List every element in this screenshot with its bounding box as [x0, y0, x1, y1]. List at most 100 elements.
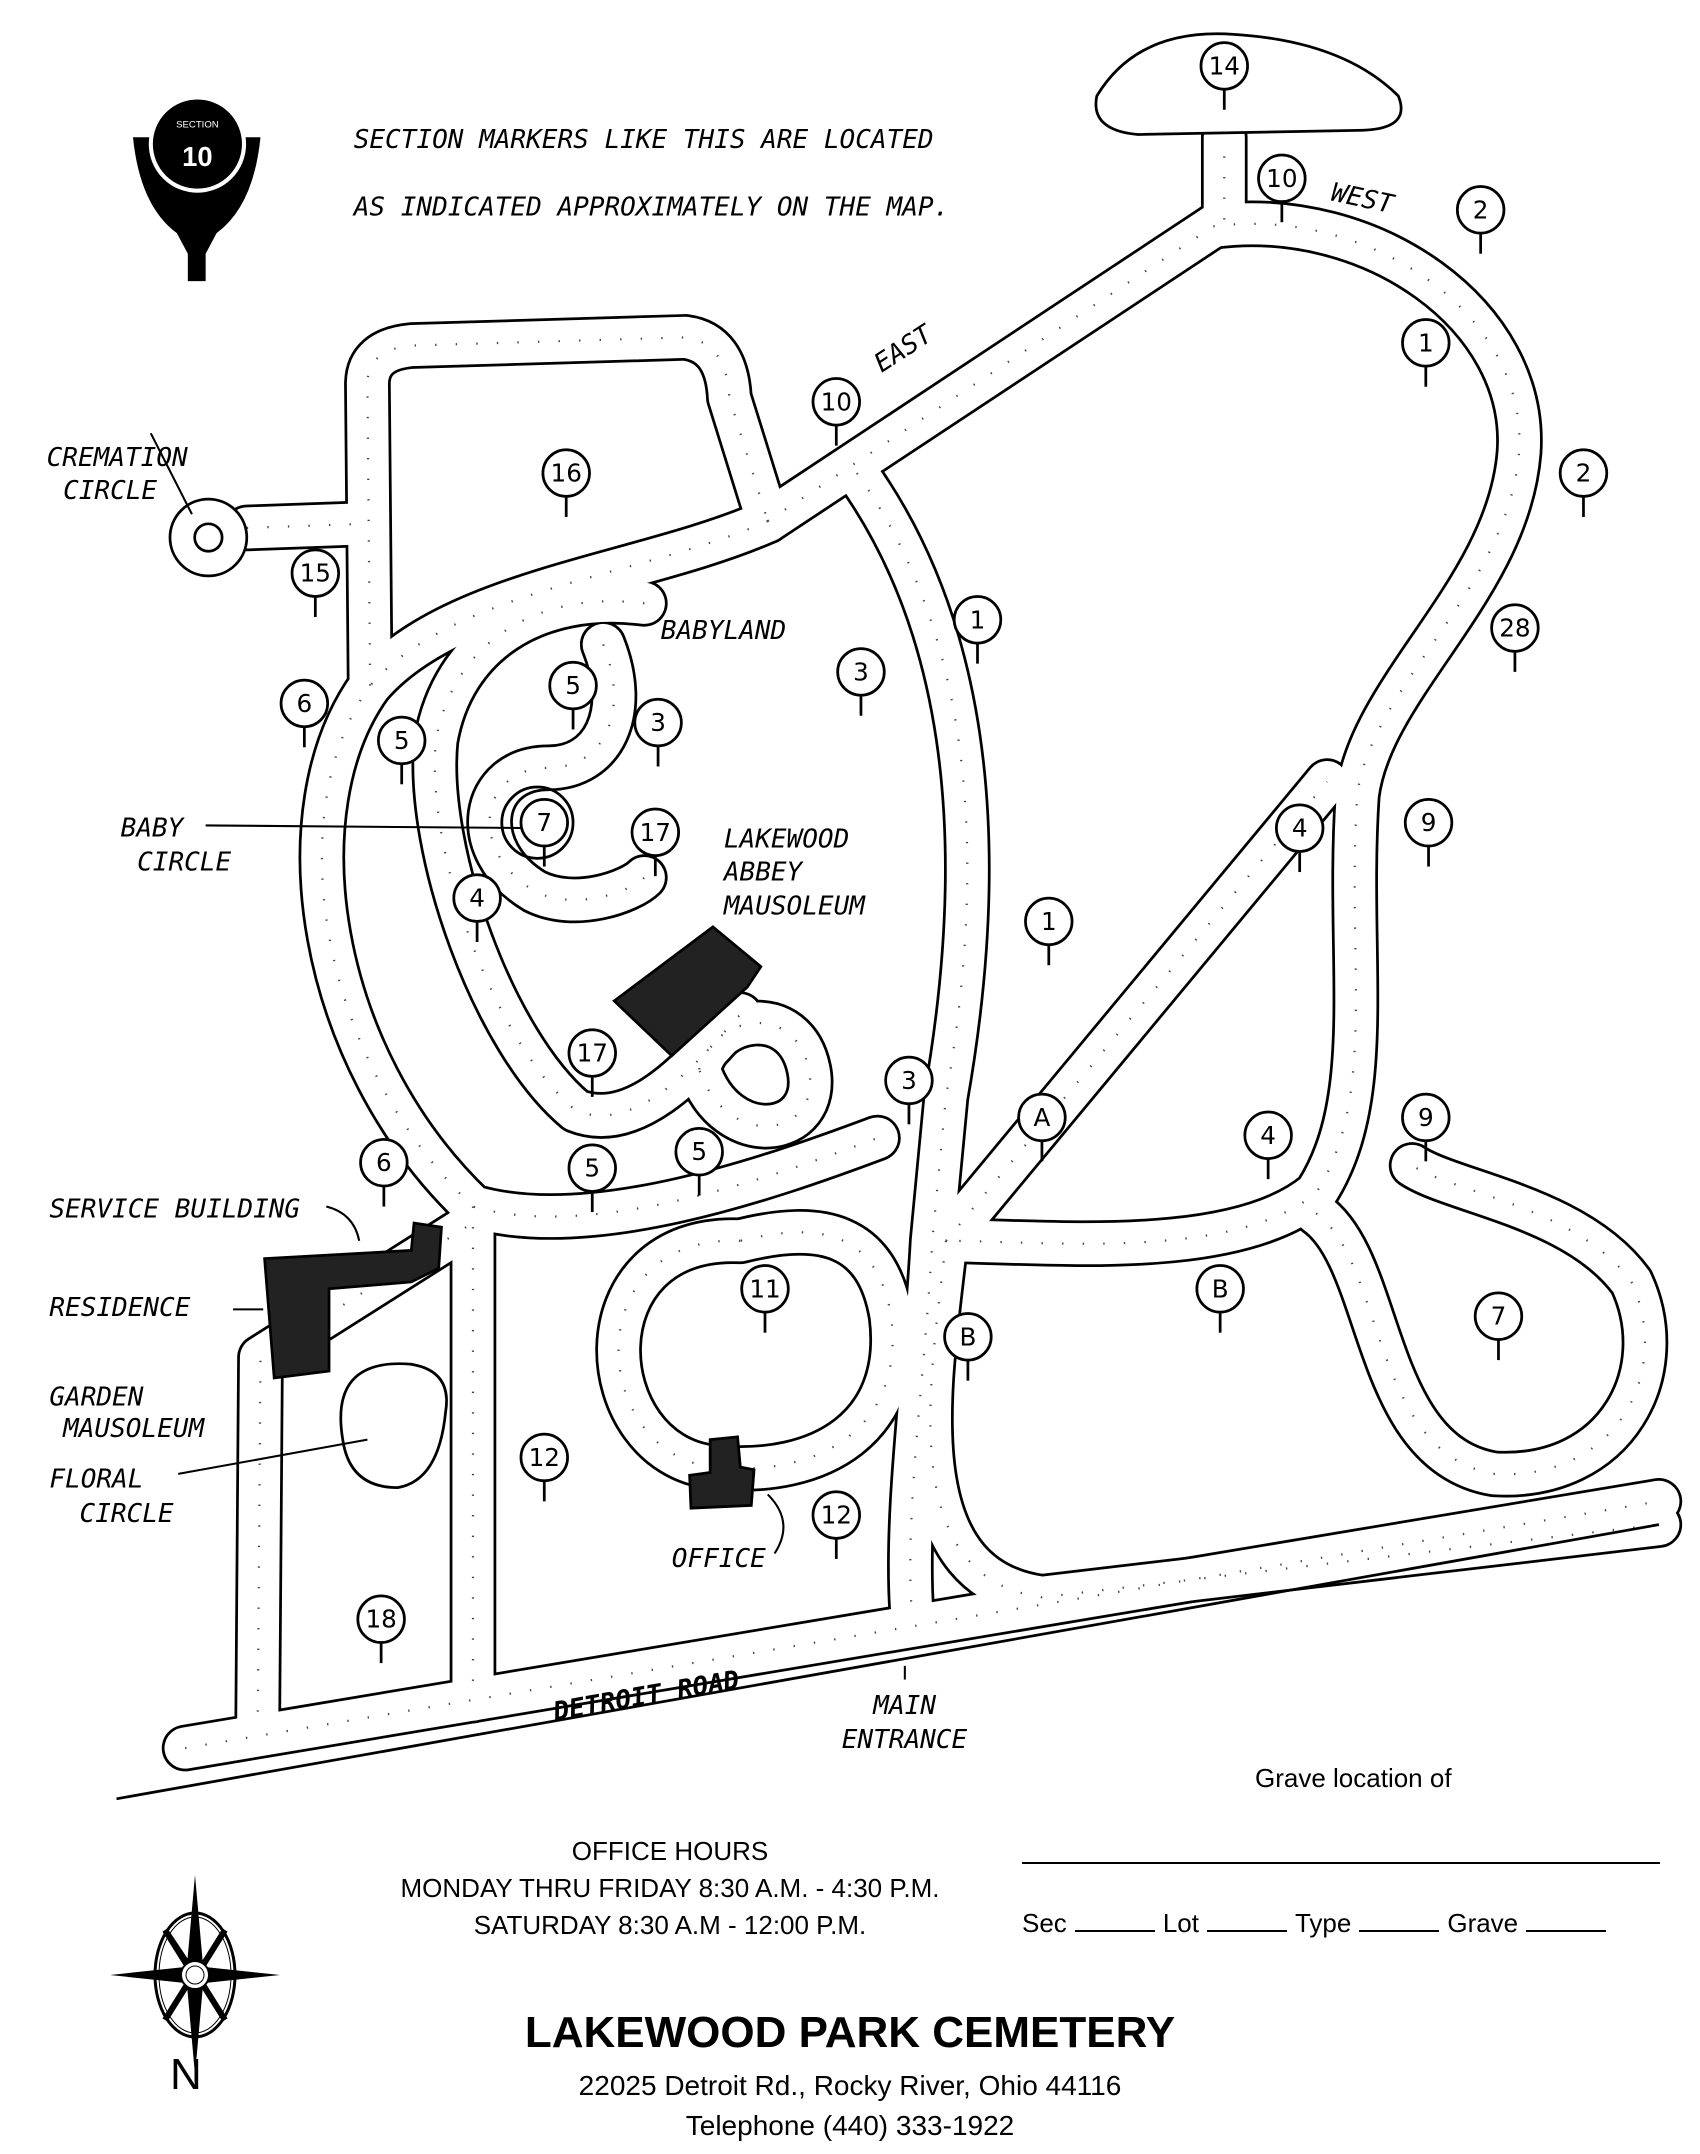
marker-label: 15 — [300, 559, 331, 588]
road-gravel — [929, 1240, 1659, 1599]
marker-circle — [1473, 1291, 1524, 1341]
section-marker: 11 — [740, 1264, 790, 1333]
marker-circle — [1403, 798, 1454, 848]
grave-label: Grave — [1447, 1908, 1519, 1938]
marker-circle — [674, 1127, 724, 1177]
marker-circle — [452, 873, 502, 923]
marker-label: 28 — [1499, 614, 1530, 643]
section-marker: 15 — [290, 548, 340, 618]
marker-circle — [740, 1264, 790, 1314]
section-marker: 3 — [633, 697, 683, 767]
section-marker: 9 — [1401, 1092, 1451, 1162]
road-gravel — [698, 1021, 812, 1128]
legend-marker-word: SECTION — [176, 120, 219, 131]
marker-circle — [811, 377, 861, 427]
section-marker: 3 — [836, 647, 886, 716]
grave-location-heading: Grave location of — [1255, 1763, 1452, 1793]
marker-label: A — [1033, 1103, 1050, 1132]
cemetery-phone: Telephone (440) 333-1922 — [685, 2110, 1015, 2141]
section-marker: 1 — [952, 595, 1003, 664]
section-marker: 1 — [1024, 896, 1074, 966]
marker-circle — [1017, 1092, 1067, 1143]
section-marker: 14 — [1199, 41, 1249, 110]
cremation-circle-shape — [168, 497, 249, 578]
type-field[interactable] — [1359, 1930, 1440, 1932]
label-baby-circle: CIRCLE — [137, 848, 231, 878]
marker-label: 9 — [1421, 808, 1437, 837]
cemetery-address: 22025 Detroit Rd., Rocky River, Ohio 441… — [578, 2070, 1122, 2101]
marker-circle — [567, 1028, 617, 1078]
label-mausoleum: MAUSOLEUM — [723, 892, 866, 922]
marker-circle — [952, 595, 1003, 645]
marker-label: 2 — [1473, 195, 1489, 224]
road — [836, 452, 988, 1632]
section-marker: 9 — [1403, 798, 1454, 867]
road-gravel — [945, 222, 1521, 1245]
sec-label: Sec — [1022, 1908, 1067, 1938]
marker-label: B — [1212, 1274, 1229, 1303]
marker-circle — [567, 1143, 617, 1193]
marker-label: 5 — [565, 671, 581, 700]
office-hours-weekday: MONDAY THRU FRIDAY 8:30 A.M. - 4:30 P.M. — [400, 1873, 940, 1903]
marker-label: 11 — [749, 1274, 780, 1303]
label-office: OFFICE — [672, 1544, 766, 1574]
label-floral: FLORAL — [49, 1465, 143, 1495]
marker-circle — [279, 678, 330, 729]
section-marker: 2 — [1558, 448, 1609, 517]
grave-field[interactable] — [1526, 1930, 1607, 1932]
section-marker: 7 — [519, 798, 569, 867]
compass-rose-icon — [110, 1875, 280, 2075]
label-arrows — [149, 432, 906, 1680]
label-residence: RESIDENCE — [49, 1293, 190, 1323]
detroit-road-edge — [116, 1523, 1660, 1801]
sec-field[interactable] — [1074, 1930, 1155, 1932]
road-edge — [922, 200, 1543, 1267]
marker-label: 1 — [1041, 907, 1057, 936]
section-marker: B — [1195, 1264, 1245, 1333]
label-garden-mausoleum: MAUSOLEUM — [62, 1414, 205, 1444]
roads — [161, 113, 1683, 1772]
marker-label: 10 — [1266, 164, 1297, 193]
label-service-building: SERVICE BUILDING — [49, 1195, 300, 1225]
marker-label: 16 — [551, 459, 582, 488]
marker-label: 1 — [1418, 328, 1434, 357]
marker-label: 3 — [650, 708, 666, 737]
marker-circle — [1401, 1092, 1451, 1143]
section-marker: 10 — [811, 377, 861, 446]
lot-label: Lot — [1162, 1908, 1199, 1938]
marker-circle — [356, 1594, 406, 1644]
section-marker: 17 — [630, 807, 680, 877]
service-building-residence — [263, 1221, 443, 1380]
section-marker: 6 — [359, 1138, 409, 1207]
marker-label: 10 — [821, 387, 852, 416]
marker-label: B — [959, 1322, 976, 1351]
marker-label: 5 — [691, 1137, 707, 1166]
section-marker: 3 — [884, 1055, 934, 1125]
legend-text-line1: SECTION MARKERS LIKE THIS ARE LOCATED — [354, 125, 934, 155]
label-cremation-circle: CIRCLE — [63, 476, 157, 506]
section-marker: A — [1017, 1092, 1067, 1162]
lot-field[interactable] — [1206, 1930, 1287, 1932]
marker-label: 7 — [536, 808, 552, 837]
section-marker: 4 — [452, 873, 502, 942]
marker-circle — [1490, 603, 1540, 653]
road — [598, 1211, 914, 1489]
marker-circle — [884, 1055, 934, 1106]
marker-circle — [630, 807, 680, 857]
marker-label: 9 — [1418, 1103, 1434, 1132]
marker-label: 12 — [821, 1501, 852, 1530]
section-marker: 5 — [548, 660, 598, 730]
marker-label: 5 — [584, 1154, 600, 1183]
grave-name-line[interactable] — [1022, 1862, 1660, 1864]
section-marker: 5 — [567, 1143, 617, 1213]
section-marker: 6 — [279, 678, 330, 748]
office-hours-heading: OFFICE HOURS — [571, 1836, 769, 1866]
section-marker: 4 — [1274, 803, 1325, 873]
label-entrance: ENTRANCE — [842, 1725, 968, 1755]
section-marker: 12 — [811, 1490, 861, 1559]
marker-circle — [548, 660, 598, 711]
office-hours-saturday: SATURDAY 8:30 A.M - 12:00 P.M. — [473, 1910, 867, 1940]
